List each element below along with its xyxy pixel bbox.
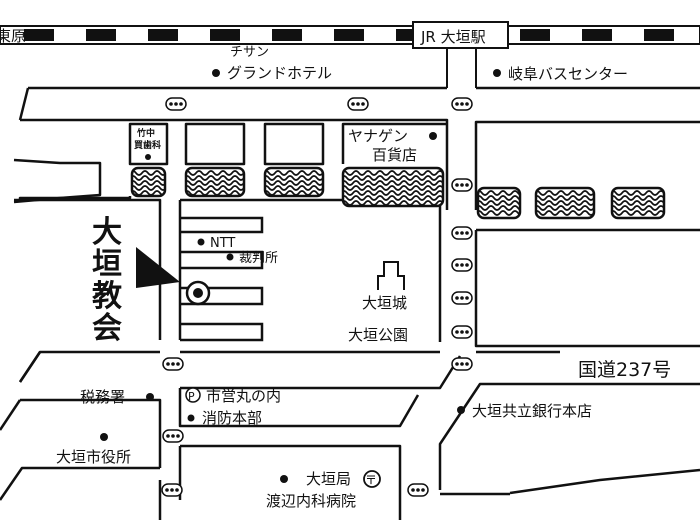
jr-ogaki-station[interactable]: JR 大垣駅: [412, 21, 509, 49]
label-yanagen-1: ヤナゲン: [348, 127, 408, 145]
church-char-3: 教: [92, 279, 122, 314]
railway-left-label: 東原: [0, 27, 26, 45]
label-ogaki-city-hall: 大垣市役所: [56, 448, 131, 466]
rail-dash: [520, 29, 550, 41]
river-block: [130, 166, 167, 198]
label-chisan: チサン: [230, 45, 269, 60]
signal-marker: [451, 357, 473, 371]
station-label: JR 大垣駅: [420, 28, 486, 46]
station-access-road: [446, 48, 477, 88]
signal-marker: [451, 291, 473, 305]
signal-marker: [451, 178, 473, 192]
label-tax-office: 税務署: [80, 388, 125, 406]
label-courthouse: 裁判所: [239, 250, 278, 266]
rail-dash: [582, 29, 612, 41]
church-char-1: 大: [92, 215, 122, 250]
rail-dash: [86, 29, 116, 41]
rail-dash: [148, 29, 178, 41]
church-name: 大 垣 教 会: [92, 215, 122, 346]
signal-marker: [451, 258, 473, 272]
signal-marker: [451, 97, 473, 111]
label-takenaka-2: 買歯科: [134, 139, 161, 151]
place-labels: チサン グランドホテル 岐阜バスセンター 竹中 買歯科 ヤナゲン 百貨店 NTT…: [56, 45, 671, 510]
church-block: [178, 200, 264, 342]
label-grand-hotel: グランドホテル: [227, 64, 332, 82]
signal-marker: [162, 429, 184, 443]
ogaki-castle-symbol: [377, 261, 405, 290]
label-ogaki-park: 大垣公園: [348, 326, 408, 344]
rail-dash: [272, 29, 302, 41]
rail-dash: [210, 29, 240, 41]
signal-marker: [161, 483, 183, 497]
river-block: [534, 186, 596, 220]
label-fire-department: 消防本部: [202, 409, 262, 427]
river-block: [341, 166, 445, 208]
river-block: [476, 186, 522, 220]
label-takenaka-1: 竹中: [136, 127, 155, 139]
label-city-parking: 市営丸の内: [206, 387, 281, 405]
signal-marker: [347, 97, 369, 111]
signal-marker: [162, 357, 184, 371]
signal-marker: [451, 226, 473, 240]
rail-dash: [24, 29, 54, 41]
rail-dash: [644, 29, 674, 41]
rail-dash: [334, 29, 364, 41]
label-yanagen-2: 百貨店: [372, 146, 417, 164]
church-pointer[interactable]: [136, 247, 211, 306]
church-char-4: 会: [92, 311, 122, 346]
river-block: [184, 166, 246, 198]
river-crossings: [130, 166, 666, 220]
railway-line: [0, 25, 700, 45]
label-route-237: 国道237号: [578, 359, 671, 381]
label-watanabe-clinic: 渡辺内科病院: [266, 492, 356, 510]
signal-marker: [451, 325, 473, 339]
church-char-2: 垣: [92, 247, 122, 282]
signal-marker: [165, 97, 187, 111]
river-block: [263, 166, 325, 198]
parking-symbol: P: [188, 390, 195, 403]
river-block: [610, 186, 666, 220]
traffic-signals: [161, 97, 473, 497]
label-post-office: 大垣局: [306, 470, 351, 488]
label-gifu-bus-center: 岐阜バスセンター: [508, 65, 628, 83]
street-outlines: [0, 86, 700, 520]
label-kyoritsu-bank: 大垣共立銀行本店: [472, 402, 592, 420]
post-symbol: 〒: [365, 473, 377, 487]
signal-marker: [407, 483, 429, 497]
label-ntt: NTT: [210, 236, 235, 251]
label-ogaki-castle: 大垣城: [362, 294, 407, 312]
